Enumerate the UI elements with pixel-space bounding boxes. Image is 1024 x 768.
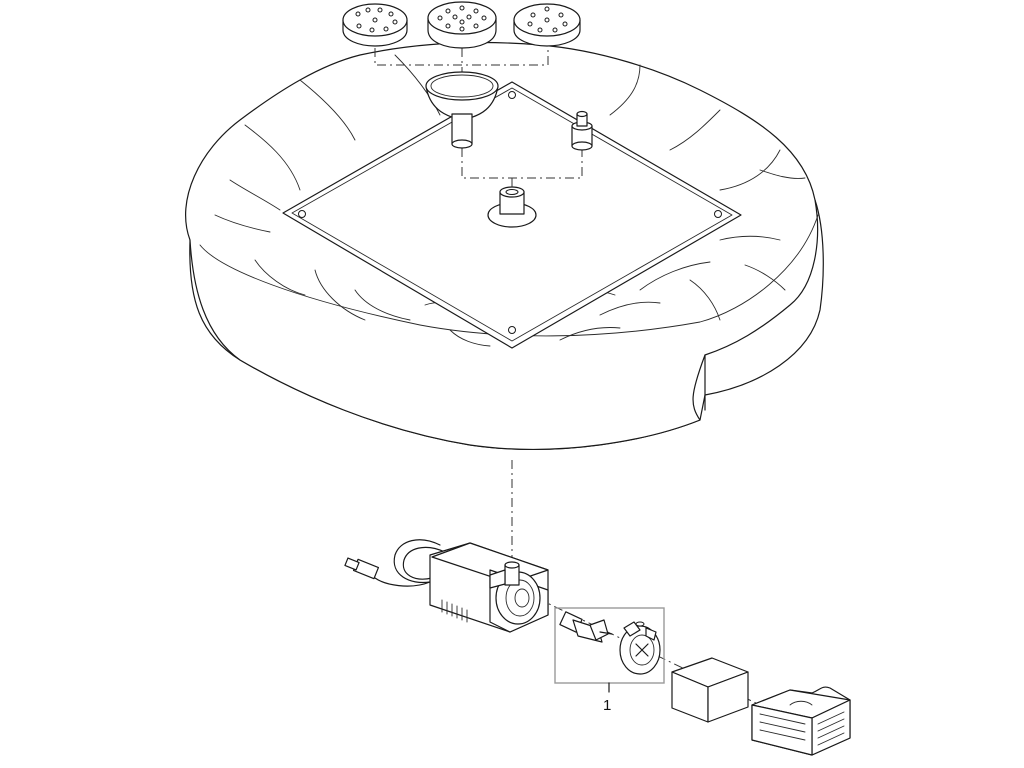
callout-1-label: 1 (603, 697, 611, 714)
nozzle-disc-right (513, 3, 581, 47)
pump-body (429, 542, 549, 633)
plate-screw-right (714, 210, 722, 218)
pump-cable (344, 539, 446, 587)
plate-screw-top (508, 91, 516, 99)
plate-outlet (487, 186, 537, 228)
callout-1: 1 (603, 682, 611, 714)
nozzle-disc-left (342, 3, 408, 47)
impeller (559, 611, 613, 643)
funnel-adapter (425, 71, 499, 149)
impeller-group (554, 607, 665, 684)
pin-adapter (571, 110, 593, 151)
nozzle-disc-middle (427, 1, 497, 49)
filter-cage (751, 686, 851, 756)
foam-filter (671, 657, 749, 723)
impeller-cover (619, 621, 661, 675)
plate-screw-bottom (508, 326, 516, 334)
plate-screw-left (298, 210, 306, 218)
